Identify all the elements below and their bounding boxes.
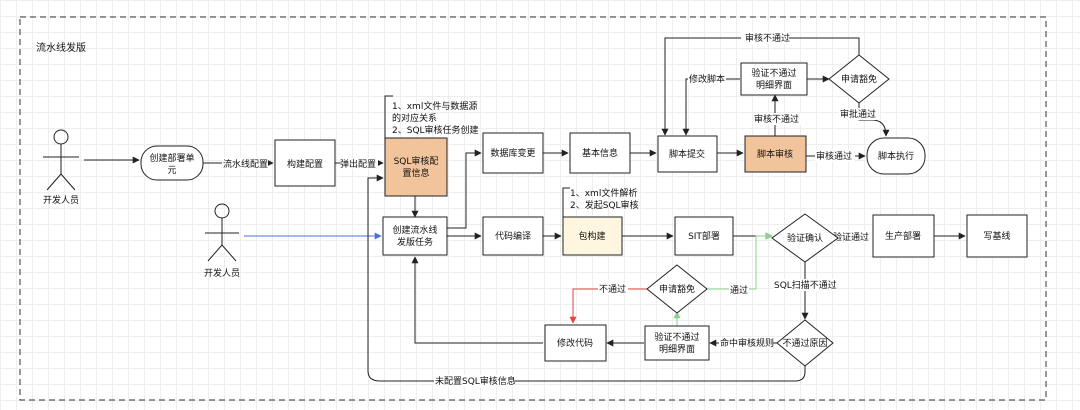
label-sql-scan-fail: SQL扫描不通过: [774, 279, 837, 291]
note-top-line1: 1、xml文件与数据源: [392, 100, 477, 112]
actor-top: [43, 129, 79, 191]
edge-create-task-to-db-change: [447, 149, 482, 229]
node-package-build-label: 包构建: [578, 230, 605, 242]
label-review-not-pass-mid: 审核不通过: [754, 113, 799, 125]
node-sit-deploy: SIT部署: [674, 216, 734, 256]
actor-bottom-label: 开发人员: [204, 267, 240, 279]
node-modify-code-label: 修改代码: [557, 337, 593, 349]
node-script-exec-label: 脚本执行: [878, 150, 914, 162]
node-sql-config: SQL审核配 置信息: [384, 137, 448, 197]
edges: [84, 37, 966, 382]
swimlane-frame: [19, 16, 1047, 401]
node-sql-config-line1: SQL审核配: [394, 155, 439, 167]
node-build-config-label: 构建配置: [287, 158, 323, 170]
note-top-line3: 2、SQL审核任务创建: [392, 124, 479, 136]
node-apply-exempt-bottom-label: 申请豁免: [659, 283, 695, 295]
label-rule-hit: 命中审核规则: [720, 337, 774, 349]
node-create-task-line2: 发版任务: [397, 236, 433, 248]
node-script-review: 脚本审核: [744, 135, 807, 173]
node-apply-exempt-top: 申请豁免: [828, 54, 890, 104]
node-modify-code: 修改代码: [544, 324, 607, 362]
note-top-line2: 的对应关系: [392, 112, 437, 124]
node-script-review-label: 脚本审核: [757, 148, 793, 160]
node-script-submit: 脚本提交: [657, 135, 718, 173]
actor-top-head: [53, 129, 69, 145]
note-package-build: 1、xml文件解析 2、发起SQL审核: [562, 187, 639, 217]
label-review-pass: 审核通过: [816, 150, 852, 162]
node-create-unit-line1: 创建部署单: [149, 152, 194, 164]
node-verify-fail-top: 验证不通过 明细界面: [740, 62, 808, 96]
node-verify-fail-bottom-line2: 明细界面: [659, 343, 695, 355]
node-sql-config-line2: 置信息: [402, 167, 429, 179]
label-not-pass: 不通过: [599, 283, 626, 295]
edge-modify-code-to-create-task: [411, 256, 543, 344]
node-fail-reason: 不通过原因: [776, 319, 834, 367]
label-verify-pass: 验证通过: [833, 231, 869, 243]
node-script-submit-label: 脚本提交: [669, 148, 705, 160]
actor-bottom: [205, 203, 239, 262]
node-apply-exempt-top-label: 申请豁免: [841, 73, 877, 85]
node-verify-fail-top-line1: 验证不通过: [751, 67, 796, 79]
node-db-change-label: 数据库变更: [490, 147, 535, 159]
edge-fail-reason-to-sql-config: [367, 174, 806, 382]
node-sit-deploy-label: SIT部署: [688, 230, 720, 242]
node-db-change: 数据库变更: [482, 132, 544, 174]
node-code-compile: 代码编译: [482, 216, 544, 256]
node-apply-exempt-bottom: 申请豁免: [646, 264, 708, 314]
node-prod-deploy-label: 生产部署: [885, 230, 921, 242]
node-prod-deploy: 生产部署: [872, 214, 935, 258]
label-approve-pass: 审批通过: [840, 108, 876, 120]
node-basic-info: 基本信息: [569, 132, 631, 174]
node-write-baseline: 写基线: [966, 214, 1028, 258]
node-write-baseline-label: 写基线: [983, 230, 1010, 242]
note-mid-line2: 2、发起SQL审核: [570, 199, 639, 211]
node-verify-fail-bottom-line1: 验证不通过: [654, 331, 699, 343]
label-popup-config: 弹出配置: [340, 158, 376, 170]
node-verify-fail-top-line2: 明细界面: [756, 79, 792, 91]
actor-top-label: 开发人员: [43, 194, 79, 206]
node-verify-confirm-label: 验证确认: [787, 232, 823, 244]
node-code-compile-label: 代码编译: [495, 230, 531, 242]
label-no-sql-config: 未配置SQL审核信息: [435, 375, 516, 387]
note-mid-line1: 1、xml文件解析: [570, 187, 637, 199]
edge-labels: 流水线配置 弹出配置 修改脚本 审核不通过 审核不通过 审批通过 审核通过 验证…: [222, 32, 879, 387]
node-script-exec: 脚本执行: [866, 137, 926, 175]
node-verify-confirm: 验证确认: [771, 213, 839, 263]
edge-verify-fail-top-to-script-submit: [682, 78, 740, 136]
note-sql-config: 1、xml文件与数据源 的对应关系 2、SQL审核任务创建: [384, 95, 479, 138]
actor-bottom-head: [214, 203, 230, 219]
label-pipeline-config: 流水线配置: [223, 158, 268, 170]
label-modify-script: 修改脚本: [689, 73, 725, 85]
label-pass: 通过: [730, 284, 748, 296]
node-create-unit: 创建部署单 元: [140, 145, 204, 181]
node-verify-fail-bottom: 验证不通过 明细界面: [644, 325, 710, 361]
label-review-not-pass-top: 审核不通过: [745, 32, 790, 44]
node-build-config: 构建配置: [274, 139, 336, 187]
node-fail-reason-label: 不通过原因: [782, 337, 827, 349]
node-package-build: 包构建: [562, 216, 623, 256]
node-create-unit-line2: 元: [167, 166, 176, 176]
node-basic-info-label: 基本信息: [582, 147, 618, 159]
node-create-task-line1: 创建流水线: [392, 224, 437, 236]
swimlane-title: 流水线发版: [36, 41, 86, 54]
node-create-task: 创建流水线 发版任务: [382, 216, 448, 256]
